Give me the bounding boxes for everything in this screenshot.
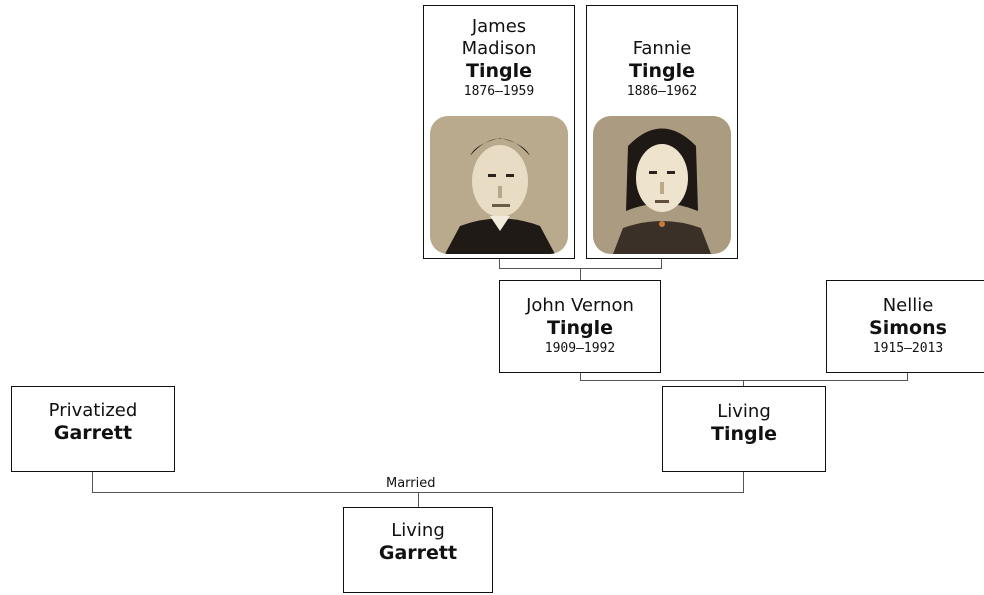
connector-line bbox=[907, 373, 908, 380]
person-card-living-garrett[interactable]: Living Garrett bbox=[343, 507, 493, 593]
surname: Tingle bbox=[547, 317, 613, 339]
connector-line bbox=[92, 472, 93, 492]
given-name: James Madison bbox=[461, 16, 537, 59]
life-dates: 1876–1959 bbox=[463, 84, 535, 99]
connector-line bbox=[580, 380, 908, 381]
surname: Tingle bbox=[711, 423, 777, 445]
portrait-photo-icon bbox=[430, 116, 568, 254]
surname: Simons bbox=[869, 317, 947, 339]
given-name: John Vernon bbox=[526, 295, 634, 316]
surname: Garrett bbox=[378, 542, 458, 564]
portrait-photo-icon bbox=[593, 116, 731, 254]
person-card-privatized-garrett[interactable]: Privatized Garrett bbox=[11, 386, 175, 472]
given-name: Fannie bbox=[632, 38, 692, 59]
surname: Garrett bbox=[53, 422, 133, 444]
married-label: Married bbox=[384, 476, 438, 491]
surname: Tingle bbox=[629, 60, 695, 82]
person-card-living-tingle[interactable]: Living Tingle bbox=[662, 386, 826, 472]
given-name: Living bbox=[391, 520, 445, 541]
connector-line bbox=[743, 472, 744, 492]
connector-line bbox=[418, 492, 419, 507]
life-dates: 1915–2013 bbox=[872, 341, 944, 356]
person-card-nellie-simons[interactable]: Nellie Simons 1915–2013 bbox=[826, 280, 984, 373]
life-dates: 1886–1962 bbox=[626, 84, 698, 99]
connector-line bbox=[499, 259, 500, 268]
person-card-james-madison-tingle[interactable]: James Madison Tingle 1876–1959 bbox=[423, 5, 575, 259]
connector-line bbox=[580, 268, 581, 280]
person-card-john-vernon-tingle[interactable]: John Vernon Tingle 1909–1992 bbox=[499, 280, 661, 373]
given-name: Nellie bbox=[882, 295, 934, 316]
connector-line bbox=[580, 373, 581, 380]
person-card-fannie-tingle[interactable]: Fannie Tingle 1886–1962 bbox=[586, 5, 738, 259]
given-name: Living bbox=[717, 401, 771, 422]
surname: Tingle bbox=[466, 60, 532, 82]
given-name: Privatized bbox=[48, 400, 138, 421]
connector-line bbox=[743, 380, 744, 386]
life-dates: 1909–1992 bbox=[544, 341, 616, 356]
connector-line bbox=[661, 259, 662, 268]
